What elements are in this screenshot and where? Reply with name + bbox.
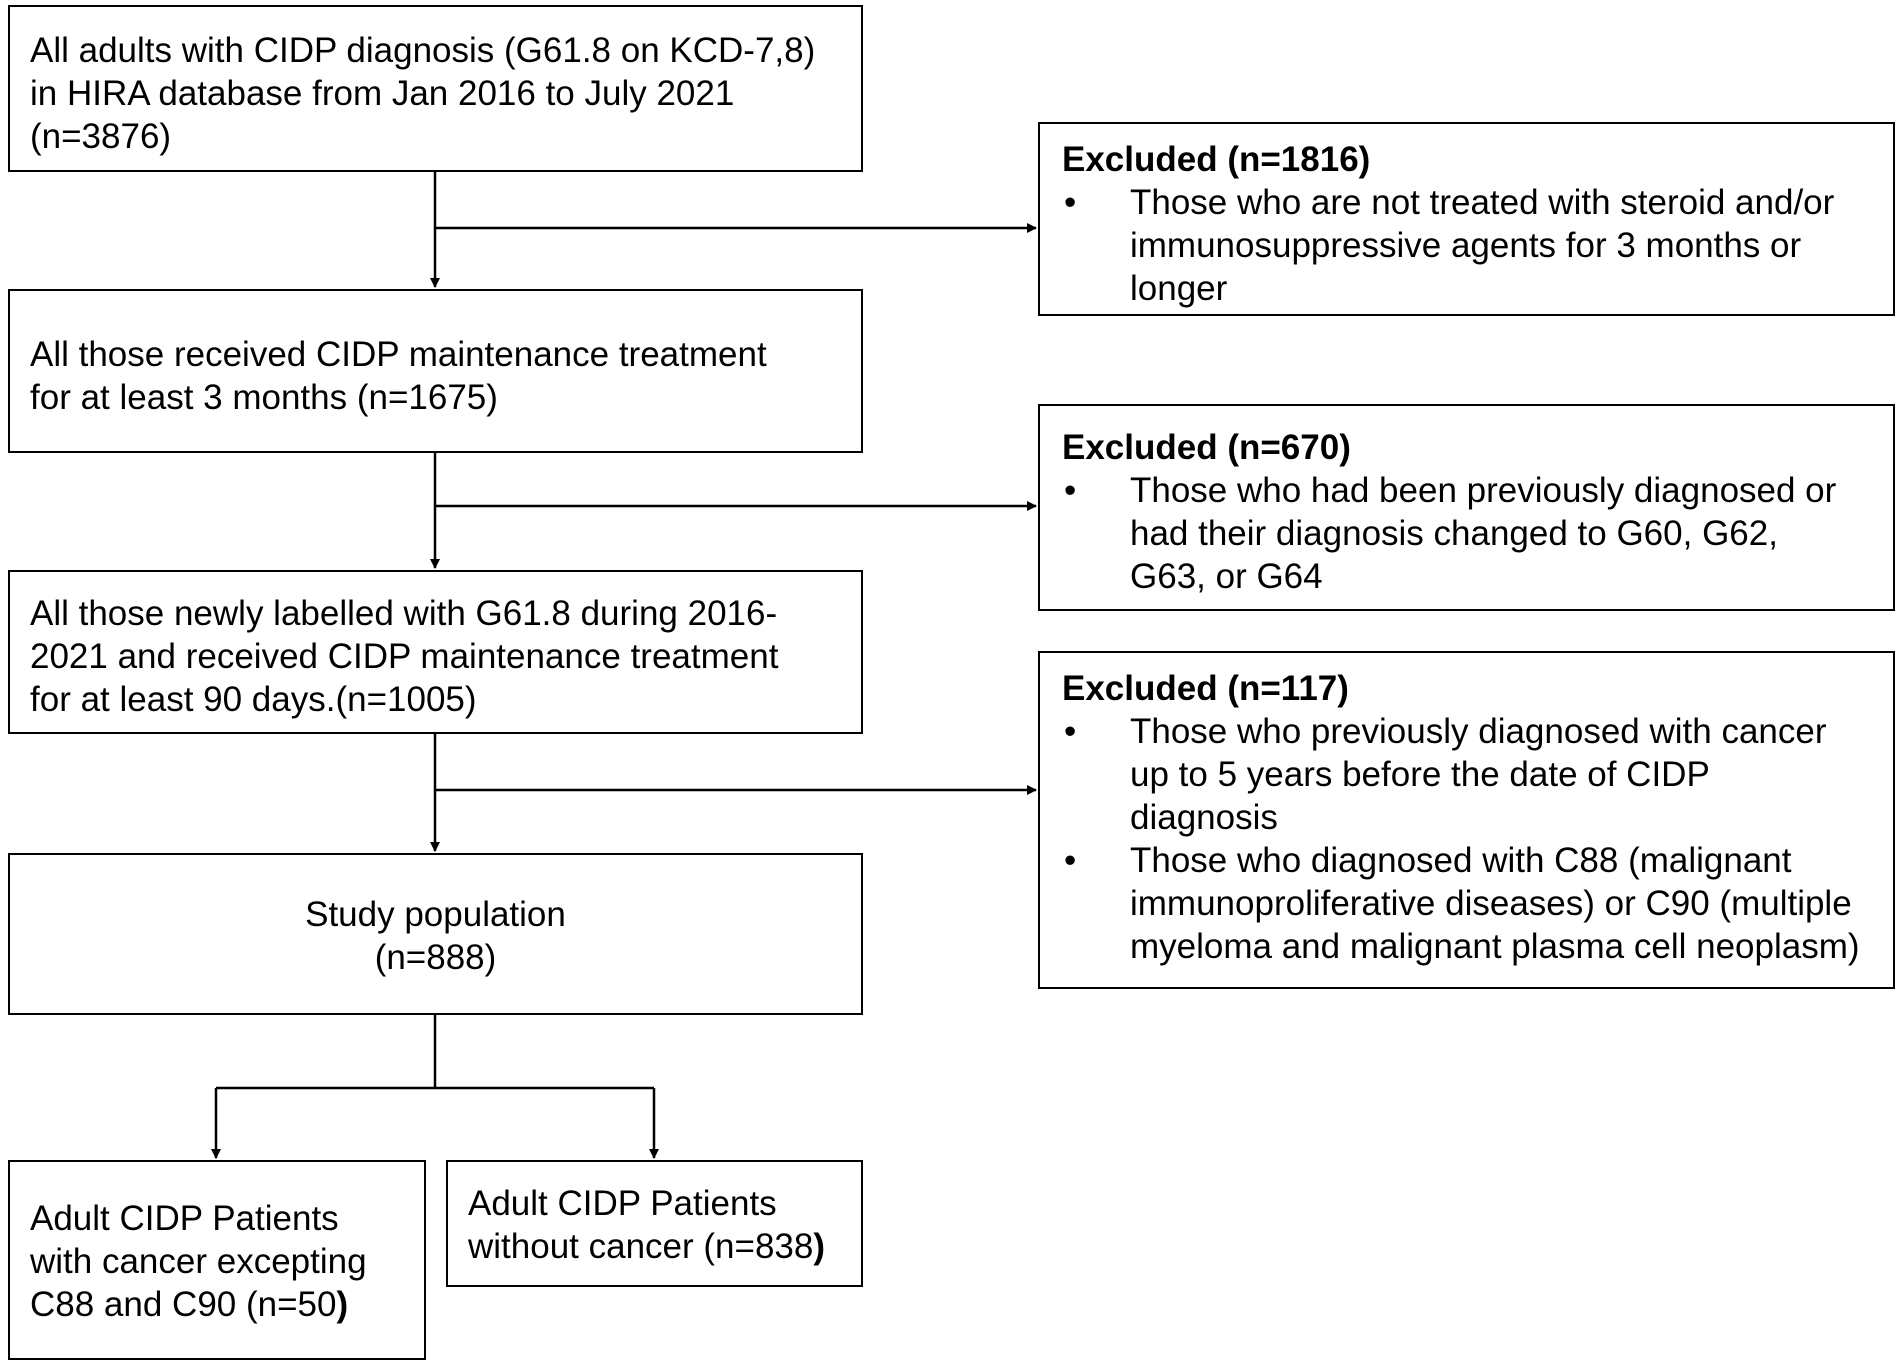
box-with-cancer: Adult CIDP Patients with cancer exceptin…: [8, 1160, 426, 1360]
excluded-2-title: Excluded (n=670): [1062, 428, 1351, 467]
excluded-2-bullet-1: •Those who had been previously diagnosed…: [1064, 471, 1837, 596]
excluded-3-list: •Those who previously diagnosed with can…: [1062, 710, 1860, 968]
box-newly-labelled: All those newly labelled with G61.8 duri…: [8, 570, 863, 734]
box-study-population: Study population (n=888): [8, 853, 863, 1015]
bullet-icon: •: [1064, 471, 1077, 510]
excluded-3-bullet-2: •Those who diagnosed with C88 (malignant…: [1064, 841, 1860, 966]
excluded-1-title: Excluded (n=1816): [1062, 140, 1371, 179]
box-all-adults: All adults with CIDP diagnosis (G61.8 on…: [8, 5, 863, 172]
box-all-adults-text: All adults with CIDP diagnosis (G61.8 on…: [30, 31, 816, 156]
with-cancer-label: Adult CIDP Patients with cancer exceptin…: [30, 1199, 367, 1324]
excluded-2-list: •Those who had been previously diagnosed…: [1062, 469, 1836, 598]
excluded-3-title: Excluded (n=117): [1062, 669, 1349, 708]
bullet-icon: •: [1064, 841, 1077, 880]
box-without-cancer: Adult CIDP Patients without cancer (n=83…: [446, 1160, 863, 1287]
box-excluded-3: Excluded (n=117) •Those who previously d…: [1038, 651, 1895, 989]
box-maintenance-text: All those received CIDP maintenance trea…: [30, 335, 767, 417]
without-cancer-paren: ): [813, 1227, 826, 1266]
bullet-icon: •: [1064, 712, 1077, 751]
without-cancer-label: Adult CIDP Patients without cancer (n=83…: [468, 1184, 814, 1266]
box-maintenance: All those received CIDP maintenance trea…: [8, 289, 863, 453]
box-excluded-2: Excluded (n=670) •Those who had been pre…: [1038, 404, 1895, 611]
box-study-population-text: Study population (n=888): [305, 895, 566, 977]
excluded-3-bullet-1: •Those who previously diagnosed with can…: [1064, 712, 1827, 837]
bullet-icon: •: [1064, 183, 1077, 222]
with-cancer-paren: ): [336, 1285, 349, 1324]
box-excluded-1: Excluded (n=1816) •Those who are not tre…: [1038, 122, 1895, 316]
excluded-1-list: •Those who are not treated with steroid …: [1062, 181, 1834, 310]
box-without-cancer-text: Adult CIDP Patients without cancer (n=83…: [468, 1182, 825, 1268]
box-with-cancer-text: Adult CIDP Patients with cancer exceptin…: [30, 1197, 367, 1326]
box-newly-labelled-text: All those newly labelled with G61.8 duri…: [30, 594, 779, 719]
excluded-1-bullet-1: •Those who are not treated with steroid …: [1064, 183, 1835, 308]
